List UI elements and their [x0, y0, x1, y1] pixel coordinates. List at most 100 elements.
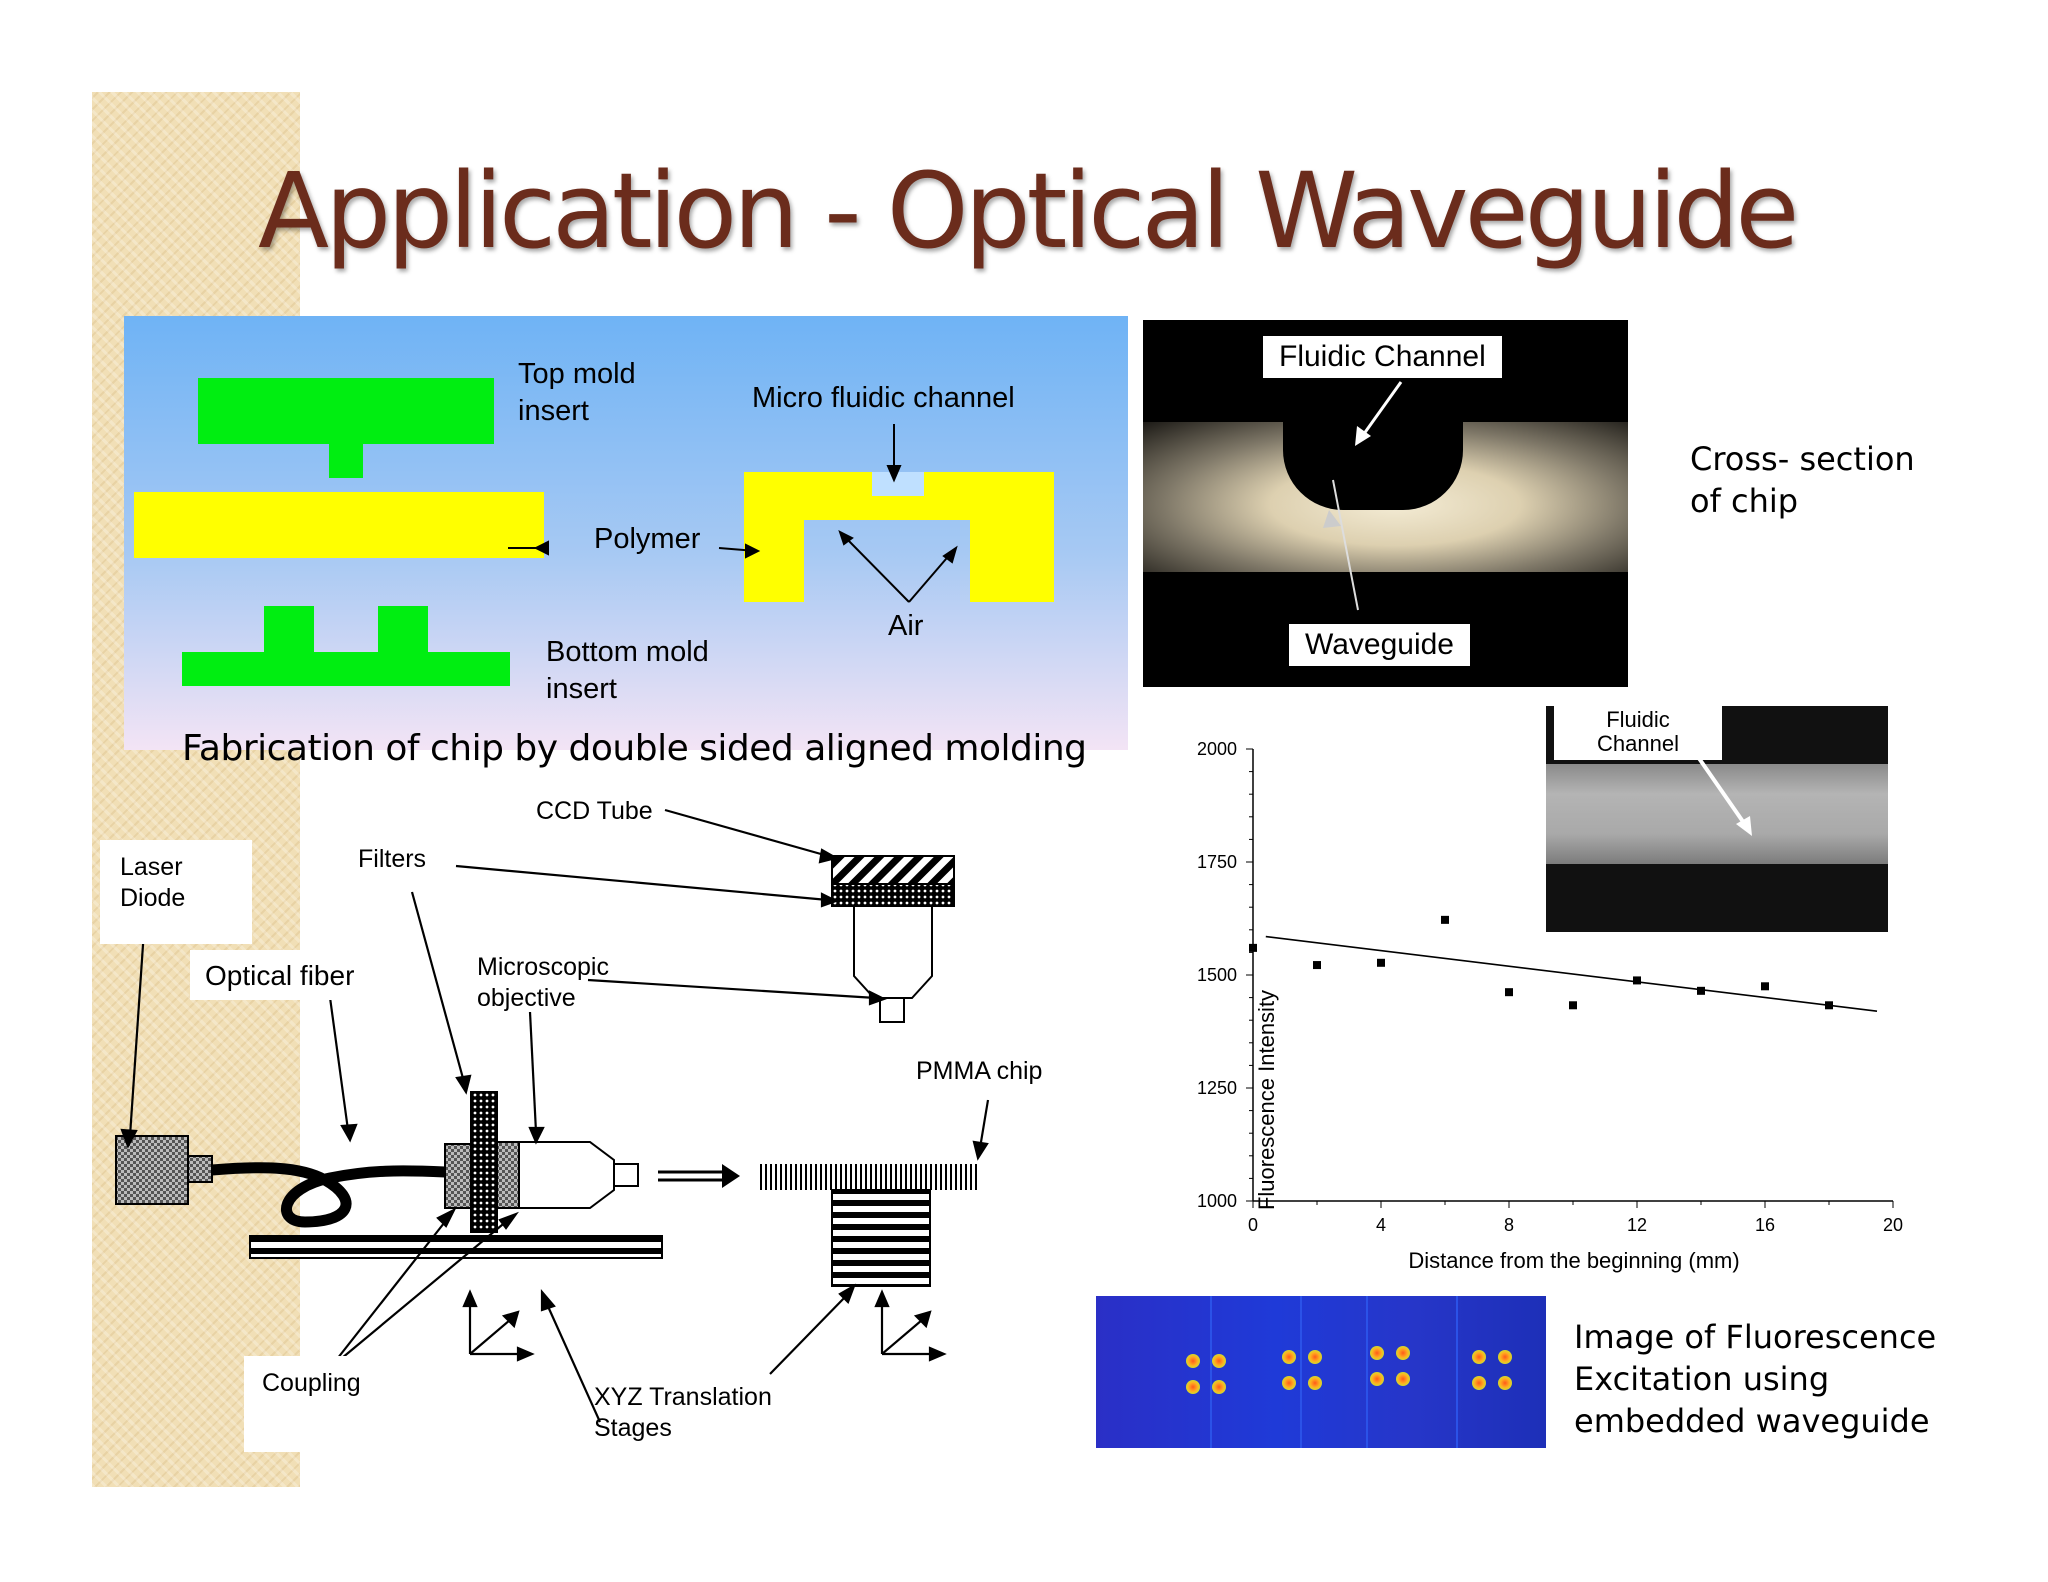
fluorescence-chart: 0 4 8 12 16 20 1000 1250 1500 1750 2000 Distance f… — [1197, 739, 1903, 1273]
fluorescence-spot — [1212, 1354, 1226, 1368]
optical-fiber — [211, 1162, 446, 1228]
chart-point — [1697, 986, 1705, 995]
chart-point — [1505, 988, 1513, 997]
coupling-label: Coupling — [262, 1369, 361, 1397]
optical-fiber-label-box — [190, 950, 370, 1000]
top-mold-insert-plate — [198, 378, 494, 444]
chart-y-tick-label: 1000 — [1197, 1191, 1237, 1211]
ccd-objective-body — [853, 905, 933, 999]
top-mold-insert-post — [329, 442, 363, 478]
chart-x-tick-label: 20 — [1883, 1215, 1903, 1235]
translation-rail — [249, 1235, 663, 1259]
bottom-mold-insert-base — [182, 652, 510, 686]
polymer-sheet — [134, 492, 544, 558]
fluidic-channel-inset-photo: Fluidic Channel — [1546, 706, 1888, 932]
inset-arrow — [1694, 752, 1752, 836]
fluorescence-excitation-image — [1096, 1296, 1546, 1448]
image-divider — [1300, 1296, 1302, 1448]
inset-channel-band — [1546, 764, 1888, 864]
chart-x-tick-label: 16 — [1755, 1215, 1775, 1235]
laser-diode-label-box — [100, 840, 252, 944]
setup-arrows — [120, 808, 990, 1423]
fluorescence-spot — [1186, 1380, 1200, 1394]
image-divider — [1210, 1296, 1212, 1448]
chart-x-tick-label: 8 — [1504, 1215, 1514, 1235]
fluorescence-spot — [1308, 1350, 1322, 1364]
chart-point — [1377, 958, 1385, 967]
inset-fluidic-channel-label: Fluidic Channel — [1554, 706, 1722, 760]
molded-chip-drawing — [508, 424, 1054, 603]
objective-output — [613, 1163, 639, 1187]
chart-ticks: 0 4 8 12 16 20 1000 1250 1500 1750 2000 — [1197, 739, 1903, 1235]
cross-section-arrows — [1323, 381, 1403, 611]
chart-x-tick-label: 4 — [1376, 1215, 1386, 1235]
optical-fiber-label: Optical fiber — [205, 960, 355, 991]
chart-y-tick-label: 2000 — [1197, 739, 1237, 759]
laser-diode-label: Laser Diode — [120, 853, 186, 912]
fiber-coupler — [444, 1143, 472, 1209]
fluorescence-spot — [1396, 1372, 1410, 1386]
coupling-label-box — [244, 1356, 404, 1452]
fluorescence-spot — [1498, 1376, 1512, 1390]
setup-diagram — [115, 808, 990, 1423]
laser-diode-nose — [187, 1155, 213, 1183]
chart-y-tick-label: 1500 — [1197, 965, 1237, 985]
fluorescence-spot — [1308, 1376, 1322, 1390]
fluidic-channel-label: Fluidic Channel — [1263, 336, 1502, 378]
fluorescence-spot — [1370, 1346, 1384, 1360]
chart-point — [1569, 1001, 1577, 1010]
ccd-tube-top — [831, 855, 955, 885]
pmma-chip-label: PMMA chip — [916, 1057, 1043, 1085]
molded-chip-cross-section — [744, 472, 1054, 602]
air-label: Air — [888, 610, 924, 642]
mold-caption: Fabrication of chip by double sided alig… — [182, 728, 1087, 769]
cross-section-caption: Cross- section of chip — [1690, 440, 1915, 520]
chart-x-tick-label: 0 — [1248, 1215, 1258, 1235]
fluorescence-spot — [1370, 1372, 1384, 1386]
fluorescence-spot — [1282, 1376, 1296, 1390]
image-divider — [1366, 1296, 1368, 1448]
chart-point — [1441, 915, 1449, 924]
mold-arrows — [508, 424, 958, 603]
micro-fluidic-channel-gap — [872, 472, 924, 496]
fluorescence-spot — [1472, 1376, 1486, 1390]
cross-section-photo: Fluidic Channel Waveguide — [1143, 320, 1628, 687]
bottom-mold-insert-post-right — [378, 606, 428, 654]
filter-plate — [470, 1091, 498, 1233]
ccd-tube-label: CCD Tube — [536, 797, 653, 825]
waveguide-label: Waveguide — [1289, 624, 1470, 666]
chart-y-axis-label: Fluorescence Intensity — [1254, 990, 1279, 1210]
pmma-chip — [758, 1164, 978, 1190]
fluorescence-caption: Image of Fluorescence Excitation using e… — [1574, 1318, 1937, 1440]
fluorescence-spot — [1212, 1380, 1226, 1394]
fluorescence-spot — [1282, 1350, 1296, 1364]
slide-title: Application - Optical Waveguide — [258, 150, 1799, 272]
chart-point — [1633, 976, 1641, 985]
micro-fluidic-channel-label: Micro fluidic channel — [752, 382, 1015, 414]
laser-diode — [115, 1135, 189, 1205]
chart-point — [1249, 943, 1257, 952]
filters-label: Filters — [358, 845, 427, 873]
fluorescence-spot — [1186, 1354, 1200, 1368]
chart-y-tick-label: 1250 — [1197, 1078, 1237, 1098]
chart-point — [1761, 982, 1769, 991]
microscopic-objective-label: Microscopic objective — [477, 953, 609, 1012]
polymer-label: Polymer — [594, 523, 701, 555]
fluorescence-spot — [1498, 1350, 1512, 1364]
xyz-translation-stages-label: XYZ Translation Stages — [594, 1383, 772, 1442]
objective-coupler — [496, 1141, 520, 1209]
chart-point — [1313, 961, 1321, 970]
cross-section-channel — [1283, 415, 1463, 510]
chart-trendline — [1265, 935, 1878, 1012]
fluorescence-spot — [1396, 1346, 1410, 1360]
chart-y-tick-label: 1750 — [1197, 852, 1237, 872]
fluorescence-spot — [1472, 1350, 1486, 1364]
bottom-mold-insert-post-left — [264, 606, 314, 654]
filter-block — [831, 883, 955, 907]
image-divider — [1456, 1296, 1458, 1448]
microscopic-objective — [518, 1141, 615, 1209]
chip-stage — [831, 1189, 931, 1287]
ccd-objective-tip — [879, 997, 905, 1023]
chart-x-tick-label: 12 — [1627, 1215, 1647, 1235]
chart-x-axis-label: Distance from the beginning (mm) — [1408, 1248, 1739, 1273]
